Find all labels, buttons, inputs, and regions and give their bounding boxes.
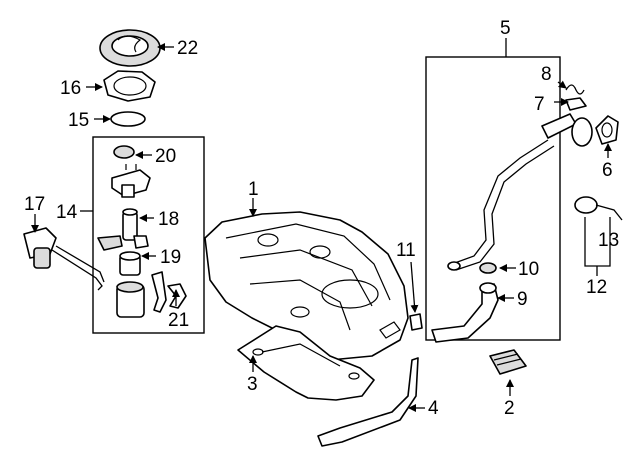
- leader-lines: [31, 38, 612, 412]
- pump-module-group-box: [92, 136, 205, 334]
- callout-3: 3: [247, 374, 258, 395]
- callout-18: 18: [158, 209, 179, 230]
- fuel-filter: [116, 281, 145, 318]
- pump-cap: [113, 145, 135, 159]
- callout-4: 4: [428, 398, 439, 419]
- callout-12: 12: [586, 277, 607, 298]
- callout-22: 22: [177, 38, 198, 59]
- filler-cap-valve: [479, 262, 497, 274]
- filler-neck-group-box: [425, 56, 561, 341]
- tank-strap: [317, 357, 419, 447]
- callout-1: 1: [248, 179, 259, 200]
- filler-neck-pipe: [447, 113, 593, 271]
- clamp-7: [565, 97, 587, 111]
- callout-21: 21: [168, 310, 189, 331]
- hose-connector: [97, 235, 149, 251]
- fuel-tank: [204, 211, 409, 361]
- callout-2: 2: [504, 398, 515, 419]
- callout-10: 10: [518, 259, 539, 280]
- hose-clip: [409, 313, 423, 331]
- pump-gasket: [103, 70, 156, 102]
- callout-5: 5: [500, 18, 511, 39]
- filler-hose: [431, 282, 499, 343]
- callout-8: 8: [541, 64, 552, 85]
- callout-13: 13: [598, 230, 619, 251]
- insulator-pad: [489, 349, 527, 375]
- callout-9: 9: [517, 289, 528, 310]
- fuel-level-sender: [23, 227, 105, 291]
- callout-7: 7: [534, 94, 545, 115]
- callout-15: 15: [68, 110, 89, 131]
- callout-20: 20: [155, 146, 176, 167]
- heat-shield: [237, 325, 375, 401]
- callout-11: 11: [396, 240, 416, 261]
- callout-17: 17: [24, 194, 45, 215]
- filler-gasket: [595, 115, 619, 145]
- fuel-filter-small: [119, 251, 141, 276]
- callout-19: 19: [160, 247, 181, 268]
- pump-cover-plate: [99, 29, 161, 67]
- spring-clip-8: [565, 84, 585, 95]
- callout-16: 16: [60, 78, 81, 99]
- callout-14: 14: [56, 202, 78, 223]
- pump-bracket: [111, 164, 151, 198]
- o-ring: [110, 111, 146, 127]
- bracket-clip: [167, 283, 187, 309]
- sender-arm: [151, 271, 167, 313]
- fuel-pump: [122, 208, 138, 241]
- fuel-cap: [574, 196, 623, 221]
- callout-6: 6: [602, 160, 613, 181]
